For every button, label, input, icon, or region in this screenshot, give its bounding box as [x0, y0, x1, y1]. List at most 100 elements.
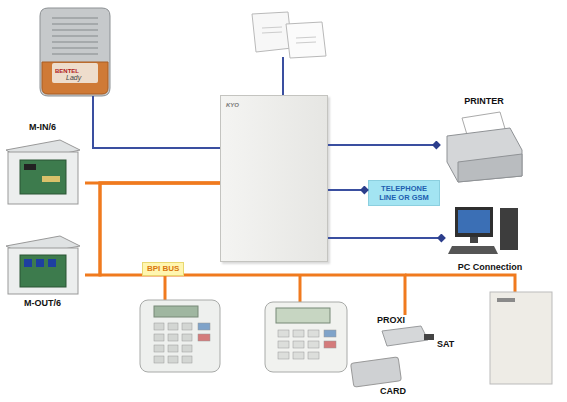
siren-body [40, 8, 110, 96]
siren-lens [42, 62, 108, 94]
grille-slot [52, 17, 98, 19]
connector [328, 237, 445, 239]
key [198, 334, 210, 341]
relay [36, 259, 44, 267]
key [198, 323, 210, 330]
lcd-keypad [140, 300, 220, 372]
output-module-node: M-OUT/6 [0, 236, 85, 308]
indoor-siren-wire [282, 57, 284, 95]
grille-slot [52, 35, 98, 37]
grille-slot [296, 42, 316, 43]
part-label: CARD [380, 386, 406, 396]
module-case [8, 152, 78, 204]
key [168, 323, 178, 330]
input-module-node: M-IN/6 [0, 122, 85, 210]
keypad-buttons [154, 323, 210, 363]
key [324, 330, 336, 337]
key [278, 352, 289, 359]
keypad-buttons [278, 330, 336, 359]
power-supply-box [490, 292, 552, 384]
control-panel: KYO [220, 95, 328, 262]
connector [85, 182, 220, 185]
bus-drop [299, 275, 302, 302]
key [154, 345, 164, 352]
outdoor-siren [40, 8, 110, 96]
grille-slot [262, 32, 282, 33]
keypad-body [140, 300, 220, 372]
circuit-board [20, 160, 66, 194]
node-label: PRINTER [440, 96, 528, 106]
printer-device [447, 112, 522, 182]
siren-wire [93, 96, 220, 148]
output-module [6, 236, 80, 294]
indoor-sirens [252, 12, 326, 58]
key [308, 330, 319, 337]
bus-drop [164, 275, 167, 300]
key [168, 334, 178, 341]
siren-plate [52, 63, 98, 83]
grille-slot [296, 37, 316, 38]
node-label: M-IN/6 [0, 122, 85, 132]
grille-slot [52, 47, 98, 49]
key [182, 323, 192, 330]
input-module [6, 140, 80, 204]
bus-drop [405, 275, 515, 292]
grille-slot [52, 41, 98, 43]
power-supply [490, 292, 552, 384]
lcd-keypad [265, 302, 347, 372]
power-supply-badge [497, 298, 515, 302]
key [293, 330, 304, 337]
terminal-block [42, 176, 60, 182]
key [293, 341, 304, 348]
printer-front [458, 154, 522, 182]
chip [24, 164, 36, 170]
indoor-siren [252, 12, 292, 52]
node-label: PROXI [352, 315, 430, 325]
connector [85, 183, 220, 275]
key [154, 323, 164, 330]
key [154, 356, 164, 363]
relay [24, 259, 32, 267]
keyboard [448, 246, 498, 254]
relay [48, 259, 56, 267]
node-label: M-OUT/6 [0, 298, 85, 308]
key [154, 334, 164, 341]
proxi-node: PROXI [352, 315, 430, 348]
key [308, 341, 319, 348]
pc-tower [500, 208, 518, 250]
key [182, 345, 192, 352]
node-label: TELEPHONE LINE OR GSM [369, 184, 439, 202]
pc-node: PC Connection [445, 200, 535, 272]
key [182, 334, 192, 341]
key [182, 356, 192, 363]
key [278, 341, 289, 348]
key [324, 341, 336, 348]
circuit-board [20, 255, 66, 287]
bus-wires [165, 275, 515, 302]
keypad-body [265, 302, 347, 372]
monitor-frame [455, 207, 493, 237]
part-label: SAT [437, 339, 454, 349]
indoor-siren [286, 22, 326, 58]
key [278, 330, 289, 337]
satellite-reader [424, 334, 434, 340]
bus-label: BPI BUS [142, 262, 184, 276]
proximity-card [351, 357, 402, 387]
grille-slot [52, 29, 98, 31]
connector [328, 189, 368, 191]
printer-node: PRINTER [440, 96, 528, 184]
connector [100, 183, 405, 315]
module-case [8, 248, 78, 294]
key [308, 352, 319, 359]
node-label: PC Connection [445, 262, 535, 272]
monitor-screen [458, 210, 490, 233]
connector [328, 144, 440, 146]
keypad-display [276, 308, 330, 323]
printer-body [447, 128, 522, 182]
grille-slot [52, 23, 98, 25]
key [168, 356, 178, 363]
node-label: KYO [226, 100, 239, 110]
